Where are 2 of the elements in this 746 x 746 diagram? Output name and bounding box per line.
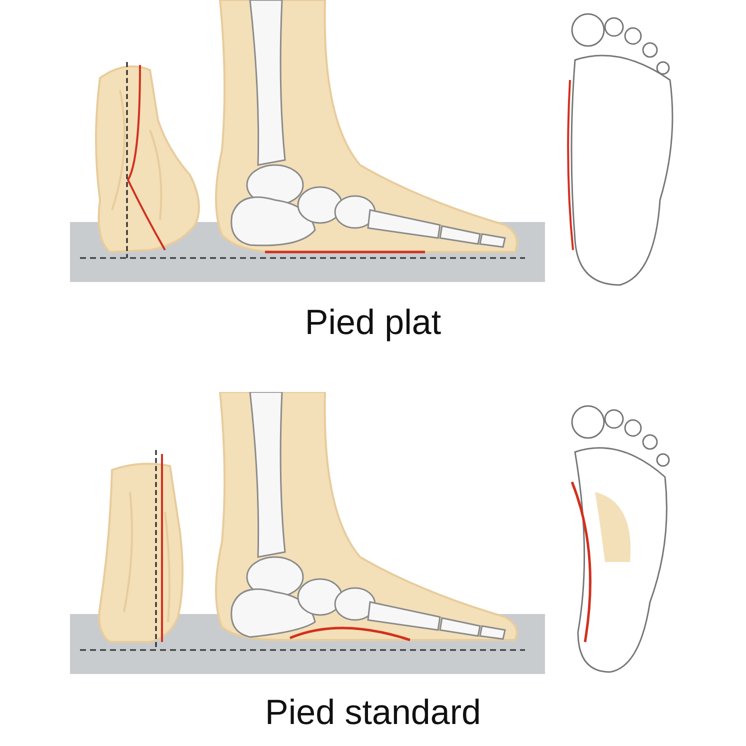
caption: Pied standard xyxy=(265,693,481,733)
caption: Pied plat xyxy=(304,303,442,343)
